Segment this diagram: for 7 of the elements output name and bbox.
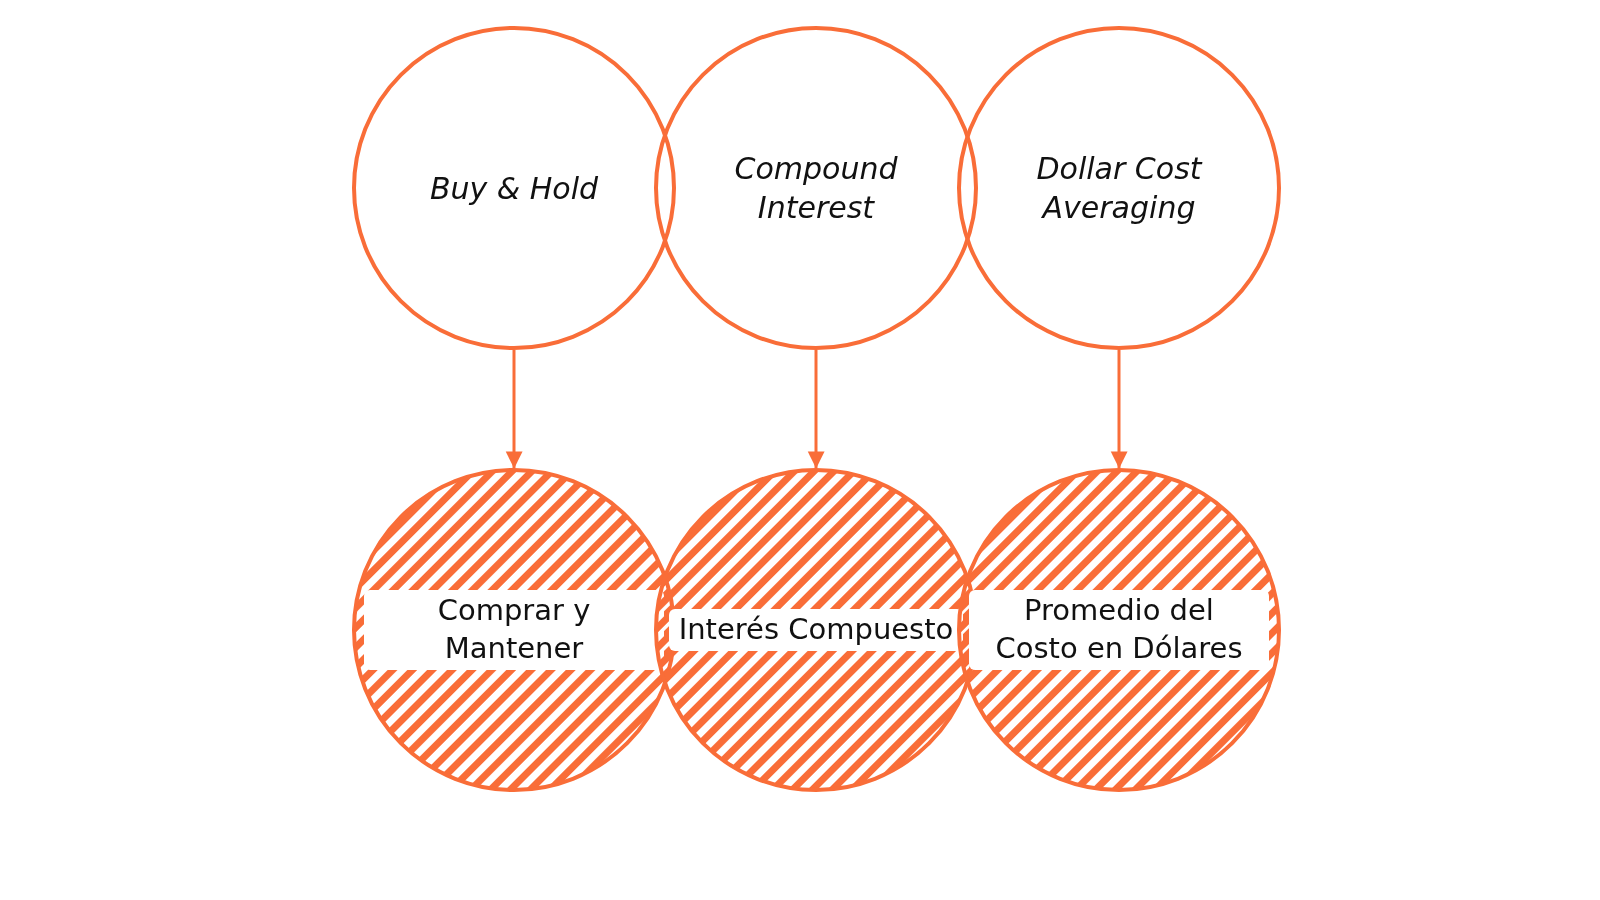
circle-title: Dollar Cost Averaging [1035, 150, 1204, 227]
circle-label: Promedio del Costo en Dólares [969, 590, 1269, 670]
arrow [505, 350, 523, 469]
circle-title: Compound Interest [733, 150, 899, 227]
arrow [807, 350, 825, 469]
circle-title: Buy & Hold [429, 169, 599, 208]
arrow [1110, 350, 1128, 469]
